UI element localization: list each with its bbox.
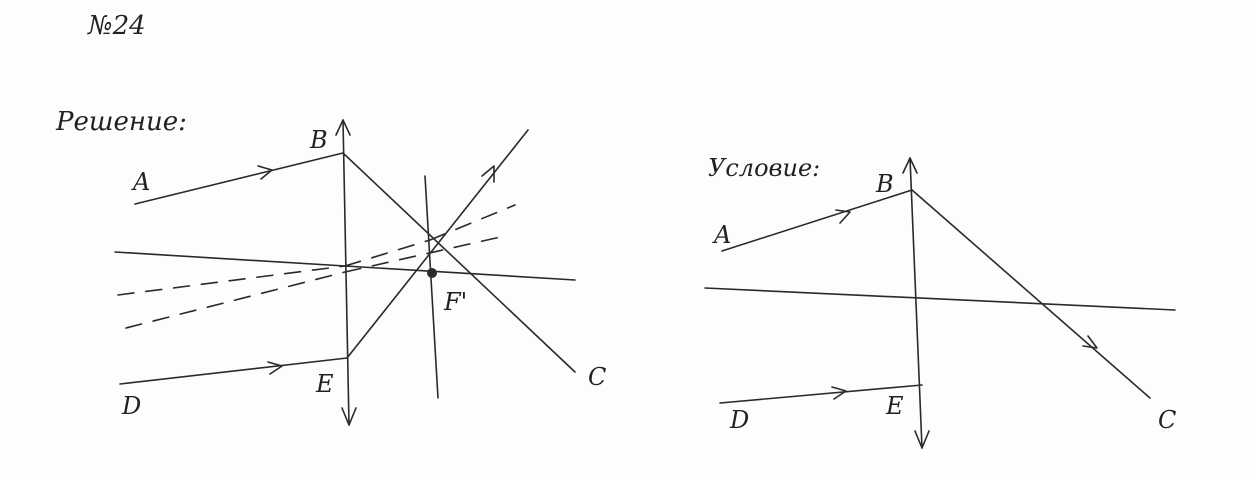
condition-ray-de [719, 384, 923, 404]
solution-ray-ab [134, 152, 344, 205]
solution-ray-de [119, 357, 348, 385]
problem-number: №24 [87, 11, 146, 41]
solution-aux-dashed-2b [344, 235, 506, 273]
solution-aux-dashed-2 [125, 271, 346, 329]
condition-lens-bottom-arrow-icon [914, 430, 930, 449]
solution-lens-top-arrow-icon [335, 119, 351, 136]
condition-ray-bc [911, 189, 1151, 399]
solution-aux-dashed-1c [429, 204, 516, 241]
condition-ray-de-arrow-icon [831, 386, 847, 400]
solution-label-e: E [315, 370, 334, 398]
solution-label-f: F' [443, 288, 467, 316]
solution-label-c: C [588, 363, 606, 391]
condition-optical-axis [704, 287, 1176, 311]
solution-lens-bottom-arrow-icon [341, 407, 357, 426]
condition-label-e: E [885, 392, 904, 420]
condition-label-b: B [875, 170, 894, 198]
condition-label-d: D [729, 406, 749, 434]
solution-aux-dashed-1 [117, 265, 346, 296]
solution-ray-de-arrow-icon [267, 361, 283, 375]
solution-label-d: D [121, 392, 141, 420]
solution-label-a: A [131, 168, 150, 196]
solution-ray-bc [342, 152, 576, 373]
solution-ray-refracted-arrow-icon [481, 165, 495, 183]
solution-ray-refracted [346, 129, 529, 359]
solution-focal-point [427, 268, 437, 278]
condition-ray-ab-arrow-icon [835, 209, 851, 224]
solution-ray-ab-arrow-icon [257, 165, 273, 180]
condition-label-a: A [712, 221, 731, 249]
condition-diagram: Условие: A B C D E [704, 154, 1176, 449]
solution-diagram: Решение: [55, 107, 606, 426]
condition-title: Условие: [708, 154, 820, 182]
condition-label-c: C [1158, 406, 1176, 434]
condition-ray-ab [721, 189, 913, 252]
condition-lens-top-arrow-icon [902, 157, 918, 174]
solution-title: Решение: [55, 107, 187, 137]
condition-lens [909, 157, 923, 449]
condition-ray-bc-arrow-icon [1082, 335, 1098, 349]
solution-label-b: B [309, 126, 328, 154]
solution-focal-plane [424, 175, 439, 399]
solution-aux-dashed-1b [344, 239, 431, 267]
